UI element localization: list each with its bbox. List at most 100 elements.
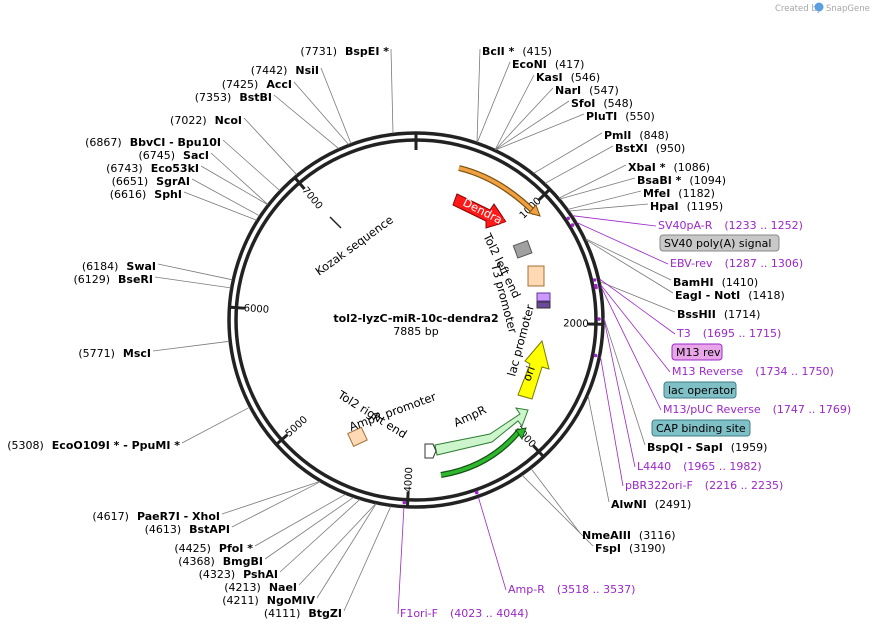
tick-label: 5000 [284,414,310,439]
primer-label[interactable]: L4440(1965 .. 1982) [637,460,762,473]
svg-text:(5771)MscI: (5771)MscI [78,347,151,360]
primer-label[interactable]: M13 Reverse(1734 .. 1750) [672,365,834,378]
primer-label[interactable]: F1ori-F(4023 .. 4044) [400,607,529,620]
enzyme-label[interactable]: BssHII(1714) [677,308,760,321]
enzyme-label[interactable]: (4323)PshAI [199,568,278,581]
primer-site-marker [592,278,597,282]
primer-label[interactable]: Amp-R(3518 .. 3537) [508,583,635,596]
enzyme-leader-line [495,100,570,150]
enzyme-leader-line [476,61,511,143]
enzyme-label[interactable]: (6743)Eco53kI [106,162,199,175]
enzyme-label[interactable]: (5308)EcoO109I * - PpuMI * [7,439,180,452]
enzyme-leader-line [569,203,649,212]
primer-site-marker [570,223,575,227]
svg-text:(6867)BbvCI - Bpu10I: (6867)BbvCI - Bpu10I [85,136,221,149]
primer-leader-line [478,497,507,591]
svg-text:(5308)EcoO109I * - PpuMI *: (5308)EcoO109I * - PpuMI * [7,439,180,452]
svg-text:XbaI *(1086): XbaI *(1086) [628,161,710,174]
orange-arrow-body [458,166,537,215]
enzyme-label[interactable]: BamHI(1410) [673,276,758,289]
enzyme-label[interactable]: (6616)SphI [110,188,182,201]
enzyme-leader-line [559,177,636,200]
enzyme-label[interactable]: (4211)NgoMIV [222,594,315,607]
kozak-marker [329,216,342,229]
primer-leader-line [600,286,662,411]
svg-text:(4211)NgoMIV: (4211)NgoMIV [222,594,315,607]
enzyme-label[interactable]: HpaI(1195) [650,200,723,213]
enzyme-label[interactable]: EagI - NotI(1418) [675,289,785,302]
ori-label: ori [520,364,538,383]
enzyme-label[interactable]: (4111)BtgZI [264,607,342,620]
svg-text:BspQI - SapI(1959): BspQI - SapI(1959) [647,441,767,454]
cap-binding-site-box[interactable] [651,419,751,437]
enzyme-leader-line [585,239,674,294]
enzyme-label[interactable]: (6129)BseRI [73,273,153,286]
enzyme-label[interactable]: (6184)SwaI [82,260,156,273]
primer-label[interactable]: pBR322ori-F(2216 .. 2235) [625,479,783,492]
primer-label[interactable]: EBV-rev(1287 .. 1306) [670,257,803,270]
cap-binding-site-label: CAP binding site [656,422,746,435]
svg-text:(6743)Eco53kI: (6743)Eco53kI [106,162,199,175]
enzyme-leader-line [587,395,610,503]
tick-mark [294,177,306,190]
enzyme-label[interactable]: (4425)PfoI * [174,542,253,555]
label-leader-lines [152,48,676,615]
enzyme-leader-line [181,406,250,444]
svg-text:M13/pUC Reverse(1747 .. 1769): M13/pUC Reverse(1747 .. 1769) [663,403,851,416]
enzyme-label[interactable]: (7425)AccI [222,78,292,91]
enzyme-label[interactable]: SfoI(548) [571,97,633,110]
enzyme-label[interactable]: (5771)MscI [78,347,151,360]
enzyme-label[interactable]: EcoNI(417) [512,58,584,71]
enzyme-label[interactable]: AlwNI(2491) [611,498,691,511]
enzyme-labels: BclI *(415) EcoNI(417) KasI(546) NarI(54… [7,45,785,620]
svg-text:EBV-rev(1287 .. 1306): EBV-rev(1287 .. 1306) [670,257,803,270]
svg-text:(4617)PaeR7I - XhoI: (4617)PaeR7I - XhoI [92,510,220,523]
enzyme-label[interactable]: PluTI(550) [586,110,655,123]
svg-text:AlwNI(2491): AlwNI(2491) [611,498,691,511]
enzyme-label[interactable]: XbaI *(1086) [628,161,710,174]
tick-mark [532,444,545,457]
enzyme-label[interactable]: (6745)SacI [138,149,209,162]
lac-operator-label: lac operator [668,384,735,397]
primer-label[interactable]: T3(1695 .. 1715) [676,327,781,340]
enzyme-label[interactable]: KasI(546) [536,71,600,84]
lac-operator-box[interactable] [663,381,737,399]
primer-leader-line [397,507,405,615]
m13-rev-box[interactable] [671,343,723,361]
enzyme-label[interactable]: (7353)BstBI [195,91,272,104]
enzyme-label[interactable]: (4213)NaeI [224,581,297,594]
sv40-polya-box[interactable] [659,234,780,252]
gray-feature-box [512,239,533,259]
enzyme-label[interactable]: NmeAIII(3116) [582,529,676,542]
enzyme-leader-line [521,474,594,547]
enzyme-label[interactable]: (7022)NcoI [170,114,242,127]
enzyme-label[interactable]: BsaBI *(1094) [637,174,726,187]
enzyme-label[interactable]: FspI(3190) [595,542,666,555]
enzyme-leader-line [558,164,627,199]
enzyme-label[interactable]: (4617)PaeR7I - XhoI [92,510,220,523]
enzyme-label[interactable]: (7442)NsiI [251,64,319,77]
primer-label[interactable]: M13/pUC Reverse(1747 .. 1769) [663,403,851,416]
enzyme-label[interactable]: (6651)SgrAI [112,175,190,188]
enzyme-label[interactable]: (4613)BstAPI [145,523,230,536]
ampr-arrow [434,407,529,456]
svg-text:MfeI(1182): MfeI(1182) [643,187,715,200]
enzyme-label[interactable]: (7731)BspEI * [300,45,389,58]
enzyme-label[interactable]: BclI *(415) [482,45,552,58]
primer-site-marker [474,490,479,495]
enzyme-label[interactable]: NarI(547) [555,84,619,97]
enzyme-label[interactable]: PmlI(848) [604,129,669,142]
svg-text:M13 Reverse(1734 .. 1750): M13 Reverse(1734 .. 1750) [672,365,834,378]
enzyme-label[interactable]: (6867)BbvCI - Bpu10I [85,136,221,149]
ampr-label: AmpR [451,403,488,430]
enzyme-leader-line [599,281,676,313]
m13-box [536,301,551,309]
primer-label[interactable]: SV40pA-R(1233 .. 1252) [658,219,803,232]
enzyme-label[interactable]: MfeI(1182) [643,187,715,200]
enzyme-label[interactable]: (4368)BmgBI [178,555,263,568]
credit-brand: SnapGene [826,4,870,14]
enzyme-label[interactable]: BstXI(950) [615,142,685,155]
enzyme-label[interactable]: BspQI - SapI(1959) [647,441,767,454]
enzyme-leader-line [154,276,231,289]
